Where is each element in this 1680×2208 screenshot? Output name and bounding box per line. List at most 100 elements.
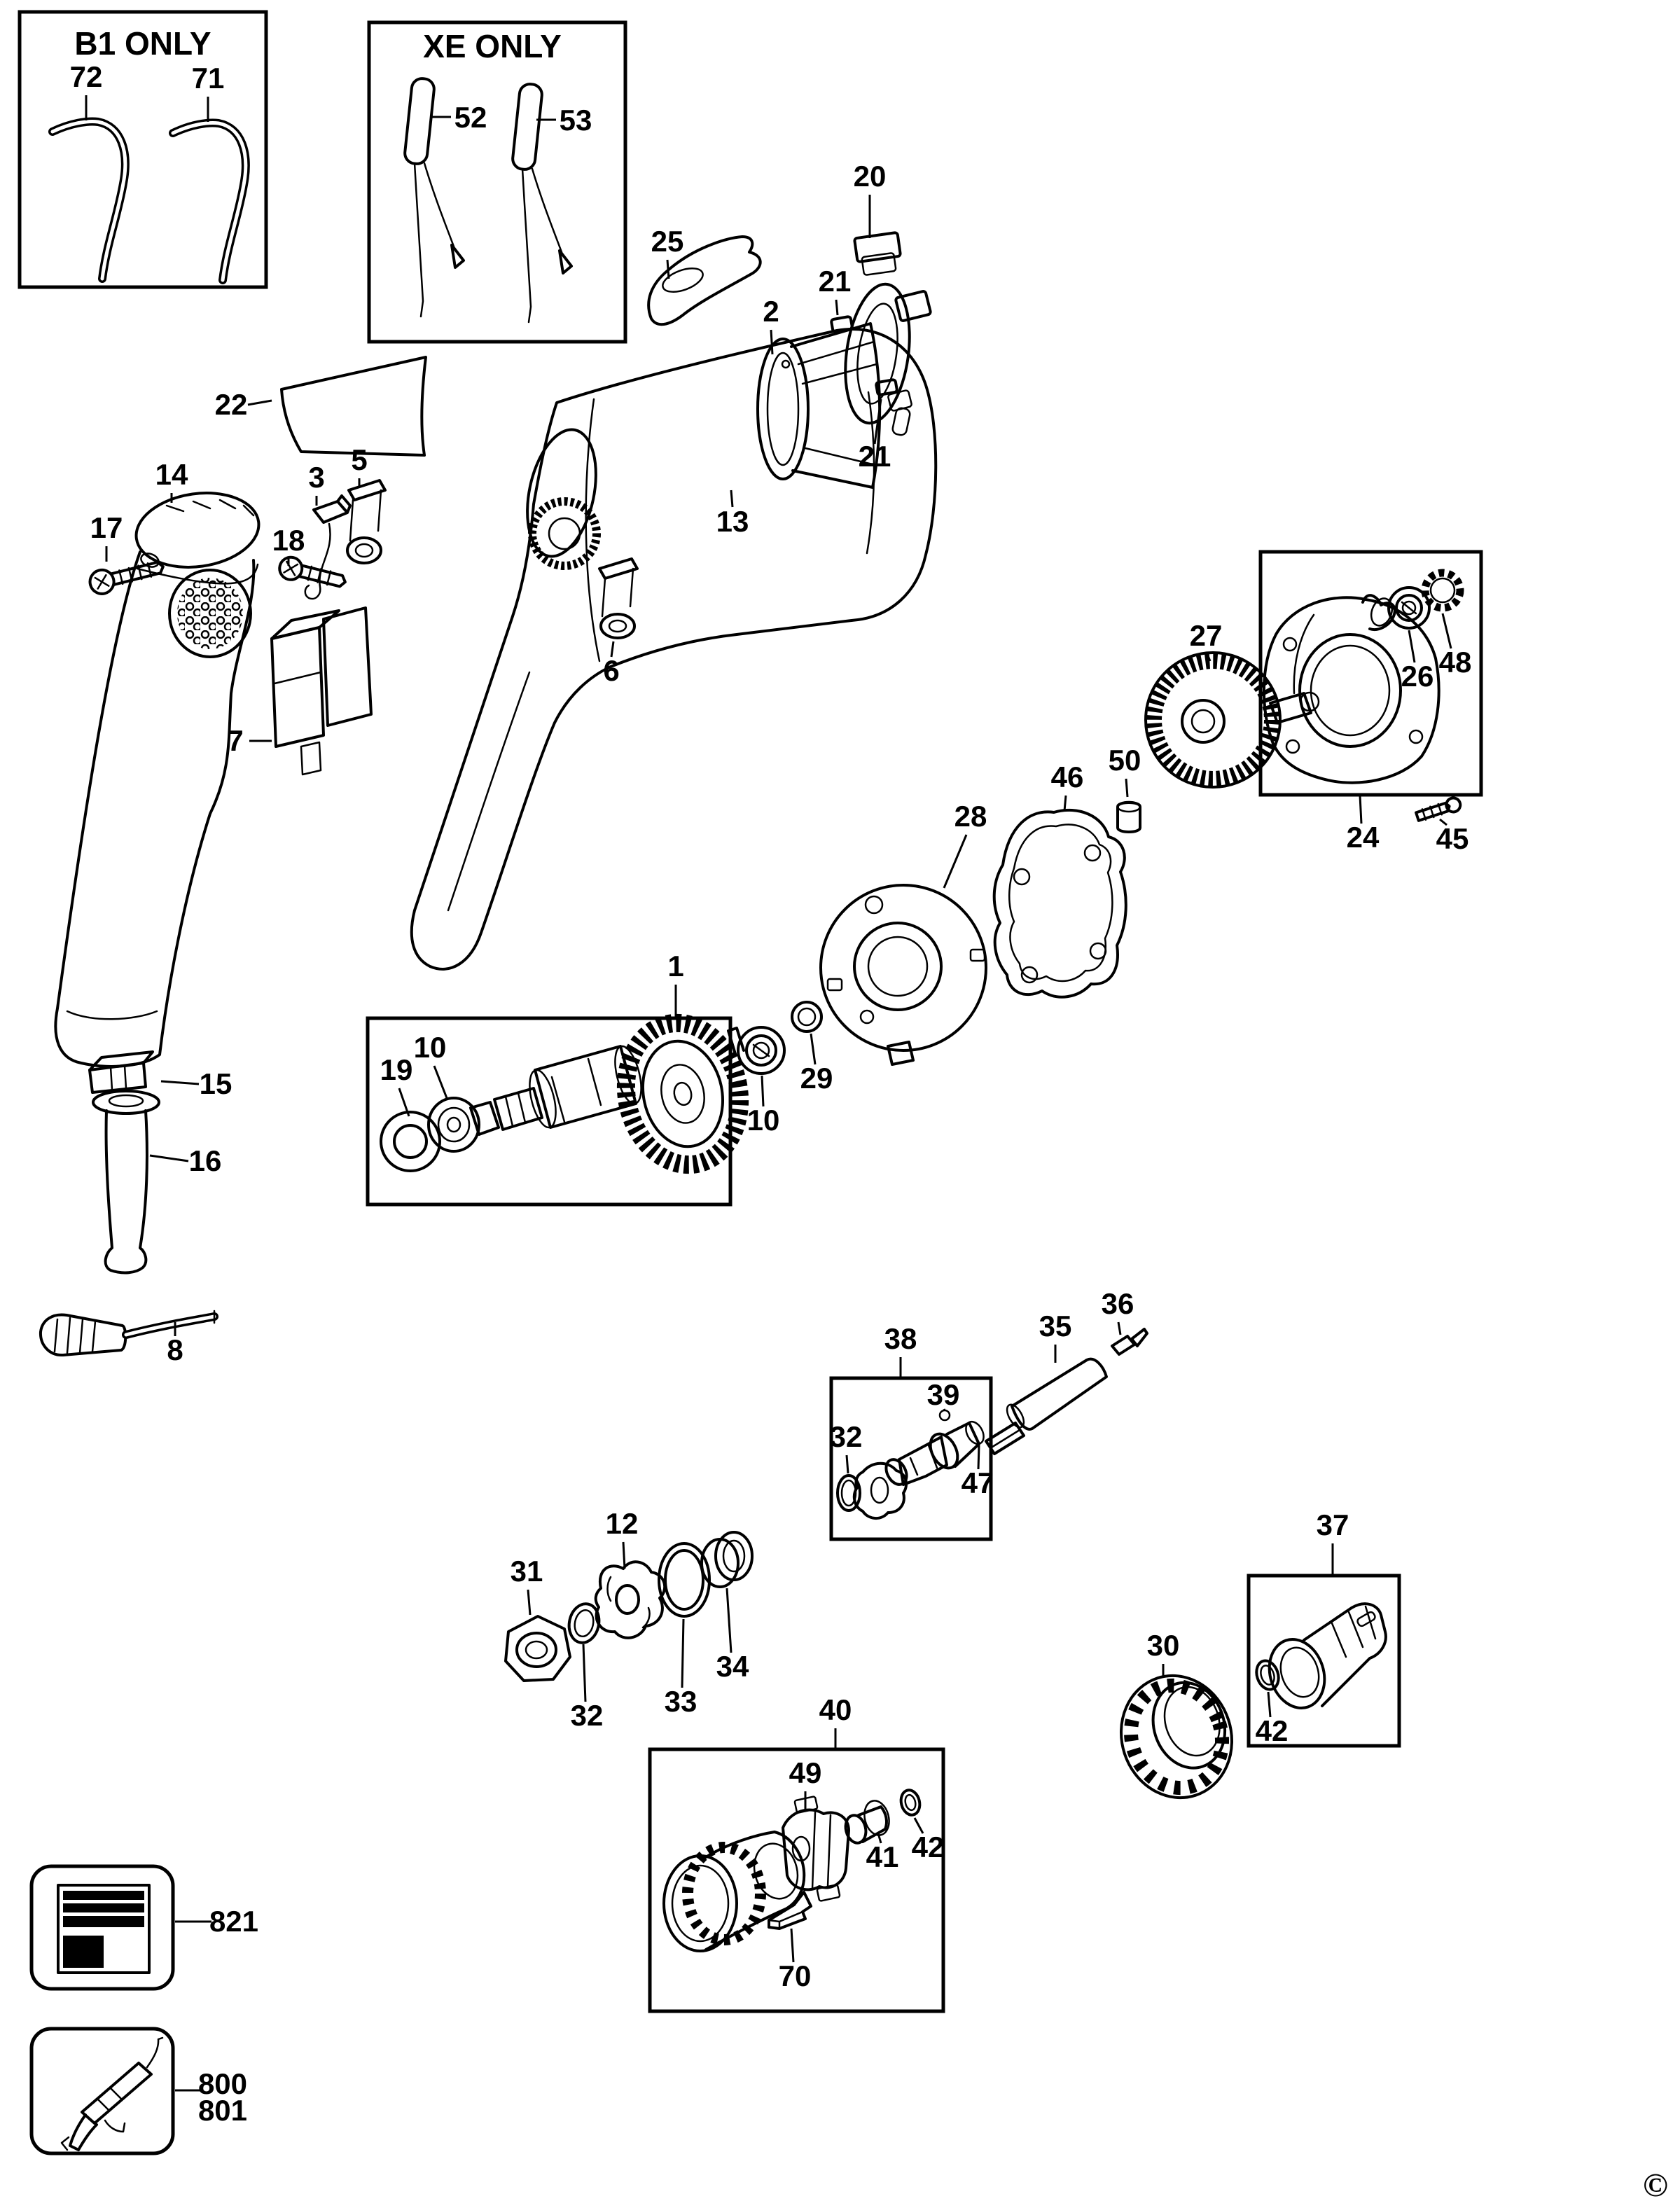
leader-line-6 [610,641,615,658]
part-30-collar [1119,1674,1234,1800]
group-box-xe-only [367,20,627,344]
leader-line-47 [977,1445,980,1470]
part-40-nose-assembly [662,1831,806,1952]
part-21-brush-lower [875,378,898,396]
part-label-53: 53 [560,104,592,137]
leader-line-27 [1206,653,1212,662]
part-52-lead [403,77,465,318]
part-24-gearcase [1262,594,1441,784]
group-box-title-xe-only: XE ONLY [423,28,562,64]
part-label-19: 19 [380,1053,413,1086]
leader-line-32 [582,1644,587,1702]
part-31-nut [504,1615,571,1682]
part-12-clutch-plate [594,1560,667,1639]
part-37-depth-locator [1268,1602,1387,1709]
leader-line-25 [666,259,670,279]
leader-line-32 [845,1454,849,1474]
group-box-clutch-box [648,1747,945,2013]
part-label-821: 821 [209,1905,258,1938]
part-label-2: 2 [763,295,779,328]
part-label-47: 47 [962,1466,994,1499]
part-42-oring-right [899,1789,922,1817]
part-72-wire [48,117,130,283]
part-label-30: 30 [1147,1629,1180,1662]
part-34-sleeve [700,1531,754,1588]
leader-line-19 [398,1088,410,1117]
leader-line-21 [835,299,839,316]
part-label-26: 26 [1401,660,1434,693]
part-35-bit-holder [985,1357,1108,1455]
group-box-armature-box [366,1016,733,1207]
leader-line-21 [873,398,882,445]
part-label-801: 801 [198,2094,247,2127]
leader-line-45 [1439,818,1448,826]
part-41-sleeve [844,1800,890,1845]
leader-line-26 [1408,630,1416,663]
part-label-22: 22 [215,388,248,421]
part-13-housing [410,328,938,971]
part-8-cord [39,1310,218,1357]
part-label-1: 1 [667,950,683,983]
part-46-gasket [992,808,1127,999]
part-36-bit [1111,1328,1148,1356]
part-label-41: 41 [866,1840,899,1873]
part-label-32: 32 [830,1420,863,1453]
part-label-12: 12 [606,1507,639,1540]
part-10-bearing [737,1026,786,1075]
part-53-lead [511,83,573,324]
part-label-13: 13 [716,505,749,538]
part-label-10: 10 [747,1104,780,1137]
part-label-50: 50 [1109,744,1141,777]
leader-line-46 [1063,795,1067,812]
leader-line-28 [943,834,968,889]
leader-line-41 [877,1833,882,1844]
part-28-bearing-plate [819,884,987,1066]
part-label-3: 3 [308,461,324,494]
part-label-31: 31 [511,1555,543,1588]
part-label-38: 38 [884,1322,917,1355]
part-label-71: 71 [192,62,225,95]
leader-line-31 [527,1589,532,1616]
leader-line-10 [761,1075,765,1107]
part-32-retainer [852,1461,908,1520]
part-label-35: 35 [1039,1310,1072,1342]
part-label-20: 20 [854,160,887,193]
part-15-cord-clamp [88,1050,154,1094]
part-label-42: 42 [1256,1714,1289,1747]
part-label-29: 29 [800,1062,833,1095]
part-label-6: 6 [603,654,619,687]
leader-line-34 [726,1588,733,1653]
leader-line-12 [622,1541,626,1569]
part-45-screw [1415,796,1462,822]
leader-line-48 [1441,613,1452,649]
part-label-32: 32 [571,1699,604,1732]
leader-line-36 [1117,1321,1122,1335]
part-label-37: 37 [1317,1508,1349,1541]
part-label-24: 24 [1347,821,1380,854]
part-label-21: 21 [819,265,852,298]
group-box-spindle-box [829,1376,993,1541]
leader-line-24 [1359,795,1363,824]
part-label-15: 15 [200,1067,232,1100]
group-box-gearcase-box [1258,550,1483,797]
part-label-28: 28 [954,800,987,833]
part-label-36: 36 [1102,1287,1134,1320]
leader-line-10 [433,1065,448,1099]
leader-line-2 [770,329,774,355]
part-5-bracket [346,479,387,564]
part-48-ring-nut [1421,569,1464,612]
part-label-16: 16 [189,1144,222,1177]
part-label-25: 25 [651,225,684,258]
group-box-b1-only [18,10,268,289]
part-label-27: 27 [1190,619,1223,652]
part-label-8: 8 [167,1333,183,1366]
part-22-sticker [280,356,427,457]
part-label-21: 21 [859,440,891,473]
part-label-34: 34 [716,1650,749,1683]
part-7-switch [270,606,373,776]
part-label-49: 49 [789,1756,822,1789]
part-70-key [768,1891,812,1930]
part-label-70: 70 [779,1959,812,1992]
